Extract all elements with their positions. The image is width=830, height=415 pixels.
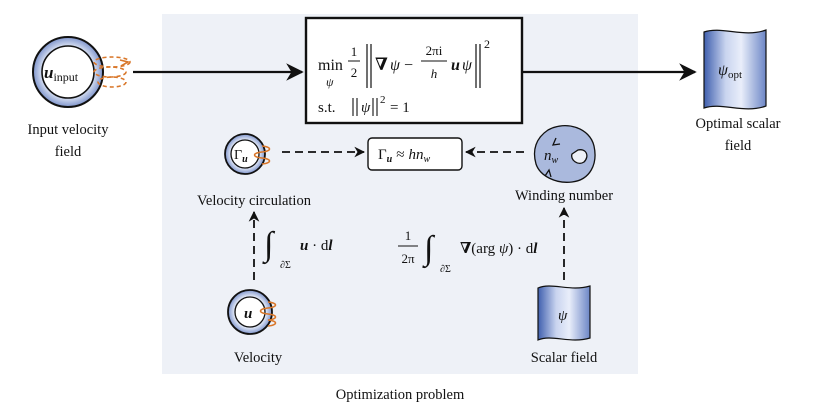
output-symbol: ψopt bbox=[718, 62, 742, 81]
velocity-node: u Velocity bbox=[227, 289, 283, 366]
velocity-caption: Velocity bbox=[234, 350, 283, 366]
objective-half-denominator: 2 bbox=[351, 65, 358, 80]
objective-fraction-denominator: h bbox=[431, 66, 438, 81]
circulation-integral: ∫ ∂Σ u · dl bbox=[262, 226, 333, 271]
constraint-st: s.t. bbox=[318, 100, 336, 116]
velocity-symbol: u bbox=[244, 306, 252, 322]
winding-caption: Winding number bbox=[515, 188, 613, 204]
objective-nabla: ∇ bbox=[375, 55, 388, 74]
input-velocity-node: uinput Input velocity field bbox=[28, 36, 131, 160]
constraint-psi: ψ bbox=[361, 100, 371, 116]
circulation-node: Γu Velocity circulation bbox=[197, 133, 312, 209]
scalar-symbol: ψ bbox=[558, 308, 568, 324]
objective-square-exponent: 2 bbox=[484, 37, 490, 51]
winding-integral: 1 2π ∫ ∂Σ ∇(arg ψ) · dl bbox=[398, 228, 538, 275]
output-caption-line2: field bbox=[725, 138, 752, 154]
objective-psi: ψ bbox=[390, 57, 401, 74]
integral-right-denominator: 2π bbox=[401, 251, 415, 266]
input-velocity-caption-line1: Input velocity bbox=[28, 122, 110, 138]
output-caption-line1: Optimal scalar bbox=[696, 116, 781, 132]
objective-minus: − bbox=[404, 57, 413, 74]
swirl-icon bbox=[253, 145, 271, 165]
objective-min: min bbox=[318, 57, 343, 74]
objective-box: min ψ 1 2 ∇ ψ − 2πi h u ψ 2 s.t. ψ 2 = 1 bbox=[304, 16, 524, 125]
objective-half-numerator: 1 bbox=[351, 44, 358, 59]
input-velocity-caption-line2: field bbox=[55, 144, 82, 160]
integral-right-integrand: ∇(arg ψ) · dl bbox=[460, 241, 538, 257]
integral-sign-left: ∫ bbox=[262, 226, 276, 265]
swirl-icon bbox=[93, 56, 131, 88]
scalar-field-flag-icon bbox=[703, 29, 767, 110]
input-velocity-symbol: uinput bbox=[44, 63, 79, 84]
integral-right-subscript: ∂Σ bbox=[440, 264, 451, 275]
relation-text: Γu≈hnw bbox=[378, 147, 430, 165]
swirl-icon bbox=[259, 301, 277, 327]
output-scalar-node: ψopt Optimal scalar field bbox=[696, 29, 781, 154]
circulation-symbol: Γu bbox=[234, 148, 248, 165]
scalar-field-flag-icon bbox=[537, 285, 591, 341]
winding-node: nw Winding number bbox=[515, 125, 613, 204]
circulation-caption: Velocity circulation bbox=[197, 193, 312, 209]
objective-min-subscript: ψ bbox=[326, 75, 334, 89]
constraint-equals-one: = 1 bbox=[390, 100, 410, 116]
scalar-caption: Scalar field bbox=[531, 350, 598, 366]
constraint-exponent: 2 bbox=[380, 94, 386, 106]
objective-psi-term: ψ bbox=[462, 57, 473, 74]
panel-caption: Optimization problem bbox=[336, 387, 465, 403]
scalar-node: ψ Scalar field bbox=[531, 285, 598, 366]
objective-fraction-numerator: 2πi bbox=[426, 43, 443, 58]
relation-box: Γu≈hnw bbox=[367, 137, 463, 171]
integral-sign-right: ∫ bbox=[422, 230, 436, 269]
integral-right-numerator: 1 bbox=[405, 228, 412, 243]
winding-blob-icon bbox=[533, 125, 596, 183]
integral-left-integrand: u · dl bbox=[300, 238, 333, 254]
integral-left-subscript: ∂Σ bbox=[280, 260, 291, 271]
objective-u: u bbox=[451, 57, 460, 74]
velocity-ring-icon bbox=[32, 36, 104, 108]
winding-symbol: nw bbox=[544, 148, 559, 166]
